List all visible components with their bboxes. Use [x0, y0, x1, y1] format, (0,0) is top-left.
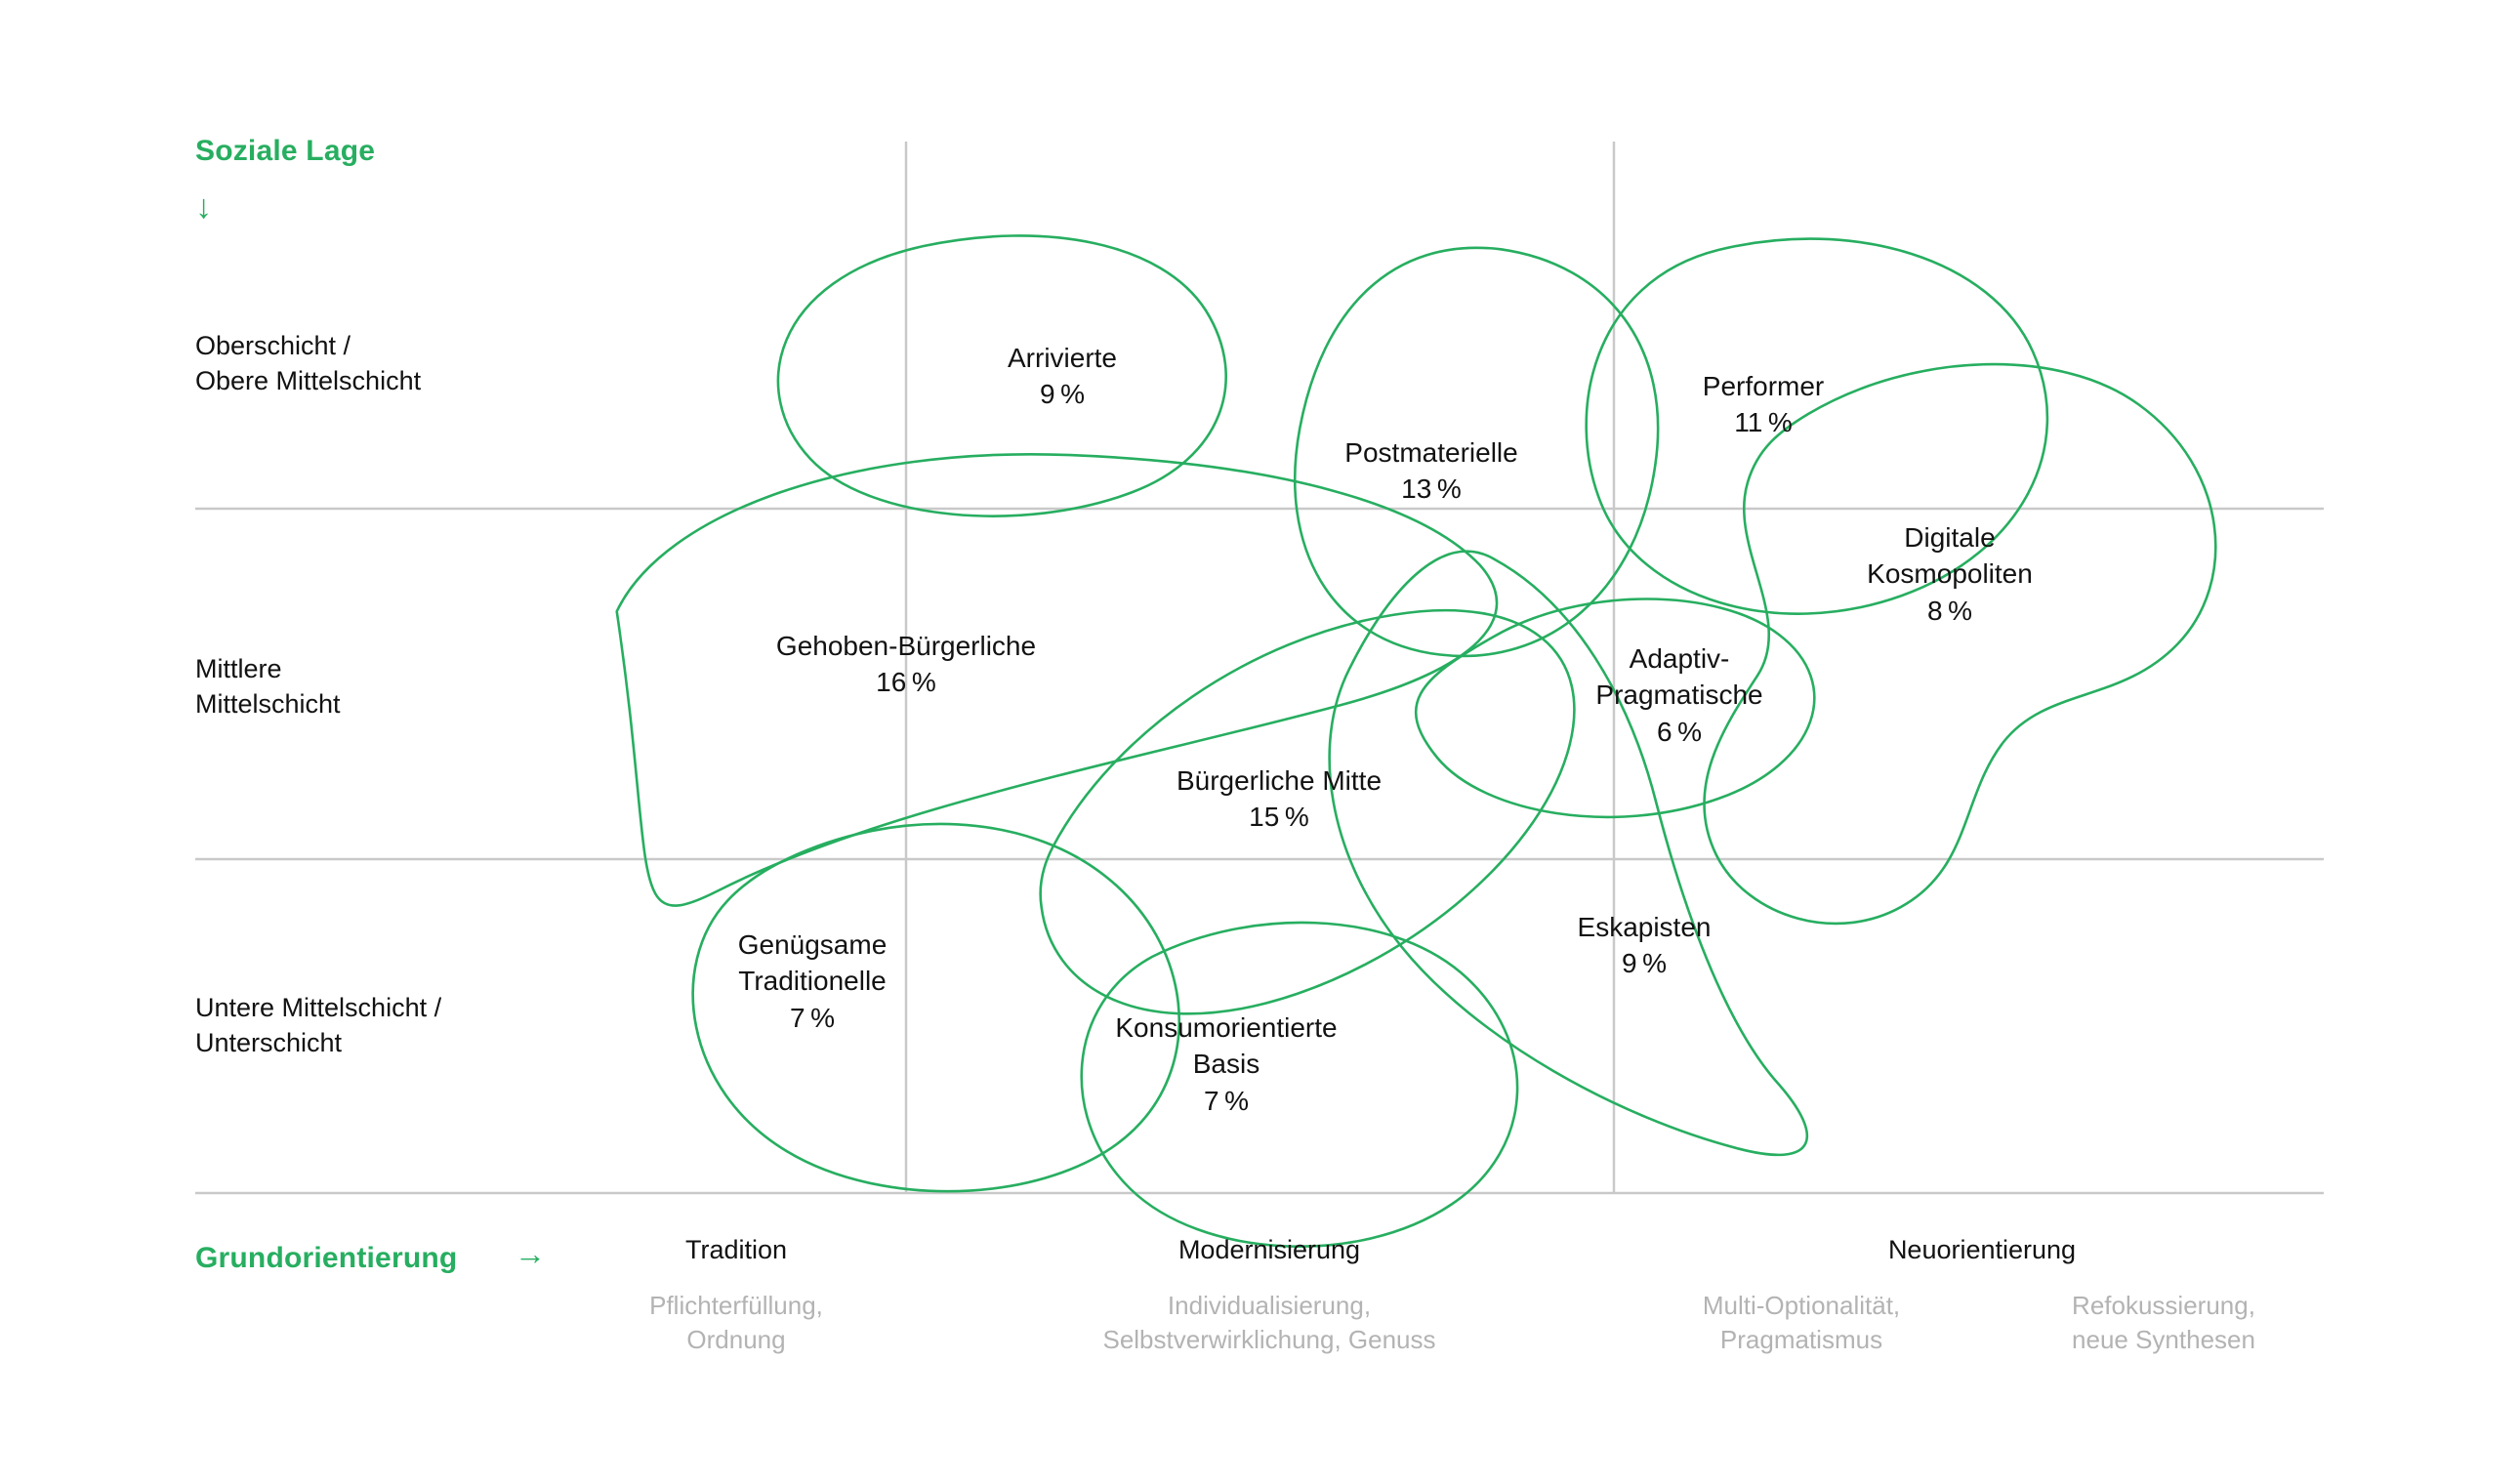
milieu-label-gehoben-buergerliche[interactable]: Gehoben-Bürgerliche 16 % — [776, 591, 1036, 737]
milieu-percent: 13 % — [1401, 474, 1462, 504]
arrow-down-icon: ↓ — [195, 188, 212, 226]
x-axis-sublabel-tradition: Pflichterfüllung, Ordnung — [649, 1291, 823, 1354]
milieu-shape-digitale-kosmopoliten[interactable] — [1703, 362, 2217, 926]
milieu-name: Performer — [1702, 370, 1825, 401]
milieu-label-arrivierte[interactable]: Arrivierte 9 % — [1008, 303, 1117, 449]
milieu-shape-eskapisten[interactable] — [1315, 530, 1808, 1184]
milieu-label-konsumorientierte-basis[interactable]: Konsumorientierte Basis 7 % — [1115, 972, 1337, 1156]
milieu-label-postmaterielle[interactable]: Postmaterielle 13 % — [1344, 397, 1517, 544]
milieu-name: Eskapisten — [1577, 911, 1712, 942]
milieu-label-buergerliche-mitte[interactable]: Bürgerliche Mitte 15 % — [1177, 725, 1382, 872]
milieu-label-adaptiv-pragmatische[interactable]: Adaptiv- Pragmatische 6 % — [1595, 603, 1762, 787]
x-axis-sublabel-modernisierung: Individualisierung, Selbstverwirklichung… — [1102, 1291, 1436, 1354]
milieu-shape-performer[interactable] — [1585, 237, 2049, 615]
milieu-percent: 11 % — [1734, 407, 1793, 437]
milieu-shape-genuegsame-traditionelle[interactable] — [691, 822, 1180, 1193]
milieu-name: Adaptiv- Pragmatische — [1595, 642, 1763, 711]
milieu-shape-konsumorientierte-basis[interactable] — [1080, 921, 1519, 1249]
milieu-name: Postmaterielle — [1344, 436, 1518, 468]
y-axis-tier-upper: Oberschicht / Obere Mittelschicht — [195, 331, 422, 395]
x-axis-sublabel-multi-optionalitaet: Multi-Optionalität, Pragmatismus — [1702, 1291, 1901, 1354]
gridlines — [195, 142, 2324, 1195]
x-axis-column-neuorientierung: Neuorientierung — [1887, 1235, 2077, 1264]
milieu-shape-buergerliche-mitte[interactable] — [1014, 597, 1602, 1029]
x-axis-title: Grundorientierung — [195, 1242, 458, 1274]
milieu-percent: 6 % — [1656, 716, 1703, 747]
x-axis-column-tradition: Tradition — [684, 1235, 788, 1264]
milieu-name: Arrivierte — [1007, 342, 1118, 373]
milieu-shape-postmaterielle[interactable] — [1243, 203, 1710, 705]
milieu-name: Gehoben-Bürgerliche — [775, 630, 1037, 661]
milieu-name: Digitale Kosmopoliten — [1867, 521, 2033, 590]
milieu-percent: 8 % — [1926, 595, 1973, 626]
arrow-right-icon: → — [515, 1236, 546, 1271]
milieu-percent: 7 % — [1203, 1085, 1250, 1116]
milieu-name: Bürgerliche Mitte — [1176, 764, 1383, 796]
milieu-name: Konsumorientierte Basis — [1115, 1011, 1338, 1080]
y-axis-tier-lower: Untere Mittelschicht / Unterschicht — [195, 993, 442, 1057]
y-axis-tier-middle: Mittlere Mittelschicht — [195, 654, 341, 719]
milieu-label-digitale-kosmopoliten[interactable]: Digitale Kosmopoliten 8 % — [1867, 482, 2033, 666]
milieu-label-performer[interactable]: Performer 11 % — [1703, 331, 1824, 477]
milieu-outlines — [596, 203, 2217, 1249]
milieu-percent: 15 % — [1249, 802, 1309, 832]
milieu-shape-adaptiv-pragmatische[interactable] — [1414, 598, 1816, 819]
milieu-percent: 9 % — [1039, 379, 1086, 409]
x-axis-sublabel-refokussierung: Refokussierung, neue Synthesen — [2072, 1291, 2255, 1354]
milieu-shape-gehoben-buergerliche[interactable] — [596, 384, 1523, 909]
milieu-percent: 9 % — [1621, 948, 1668, 978]
milieu-label-genuegsame-traditionelle[interactable]: Genügsame Traditionelle 7 % — [738, 889, 888, 1073]
milieu-name: Genügsame Traditionelle — [737, 928, 888, 997]
milieu-percent: 7 % — [789, 1002, 836, 1033]
x-axis-column-modernisierung: Modernisierung — [1177, 1235, 1361, 1264]
milieu-label-eskapisten[interactable]: Eskapisten 9 % — [1578, 872, 1712, 1018]
y-axis-title: Soziale Lage — [195, 135, 376, 167]
milieu-percent: 16 % — [876, 667, 936, 697]
milieu-shape-arrivierte[interactable] — [776, 234, 1227, 517]
